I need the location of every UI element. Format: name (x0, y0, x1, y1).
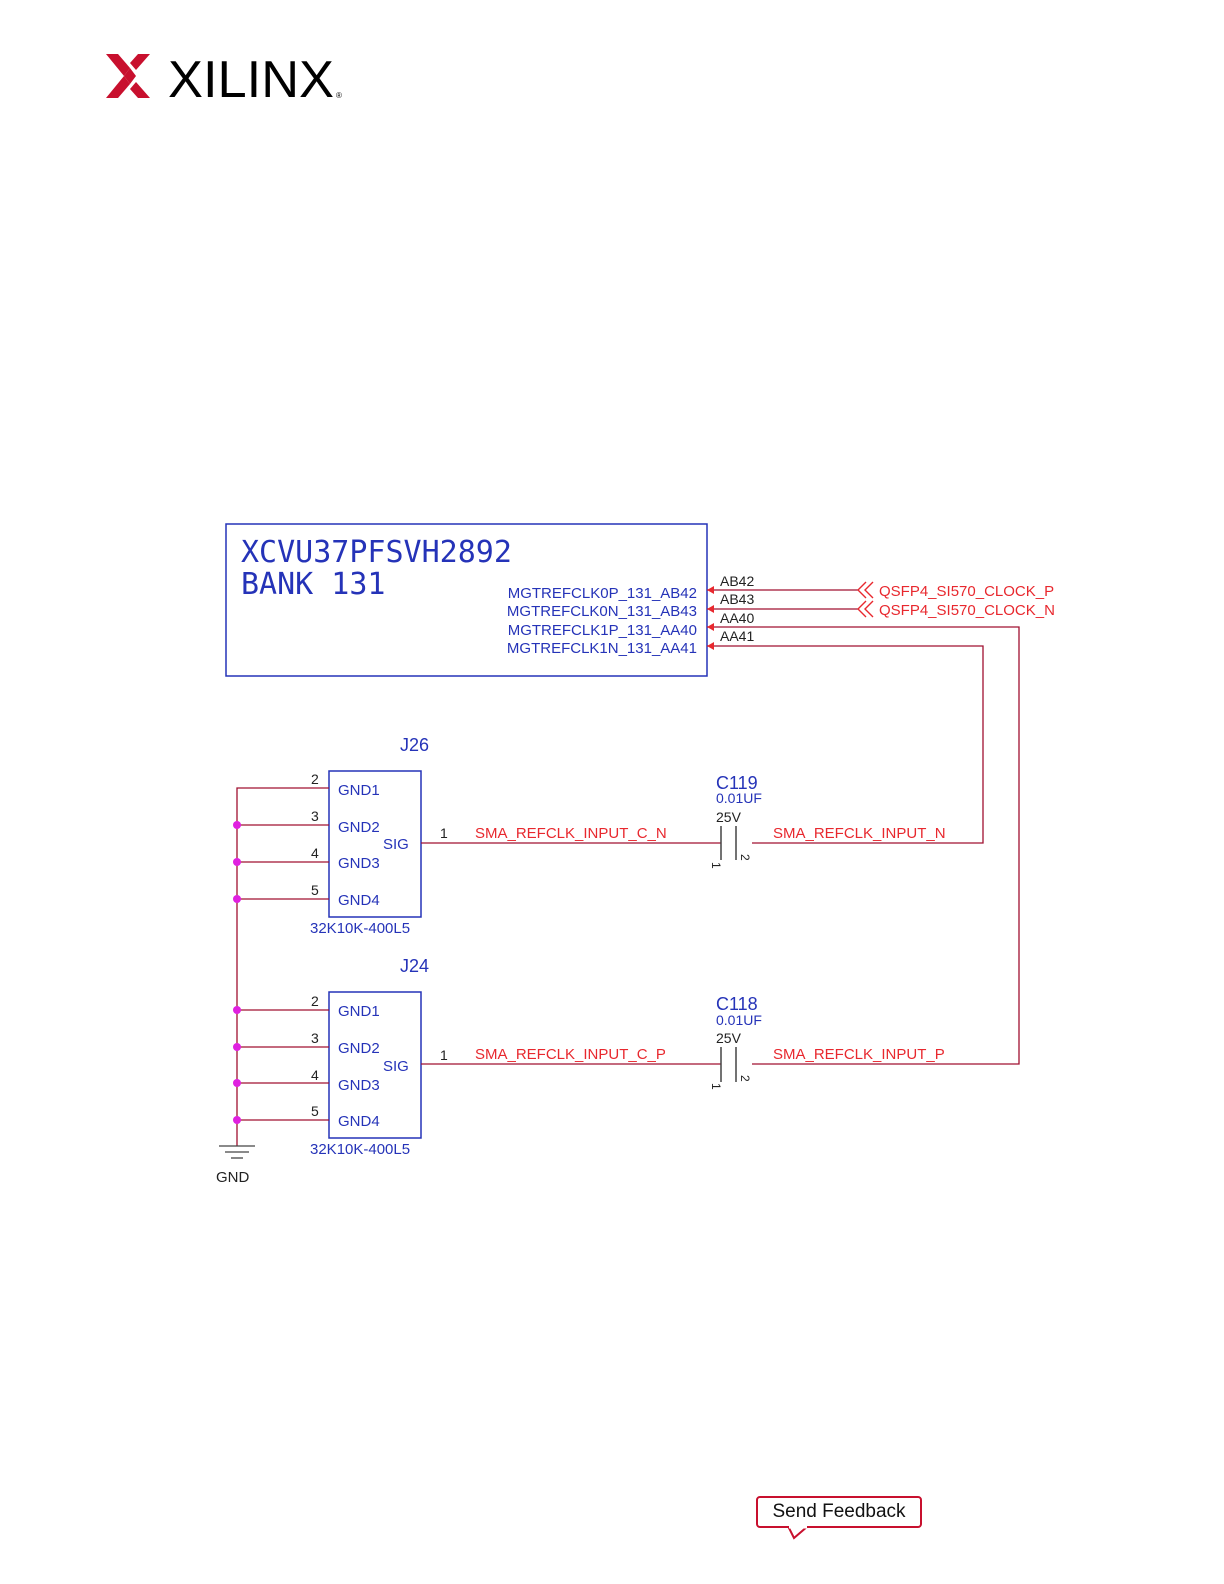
connector-pin-number: 3 (311, 808, 319, 824)
connector-box-j26 (328, 770, 422, 918)
junction-dots (233, 821, 241, 1124)
capacitor-pin-number: 2 (738, 854, 752, 861)
connector-pin-name: GND1 (338, 1003, 380, 1020)
net-label-qsfp4-clock-n: QSFP4_SI570_CLOCK_N (879, 602, 1055, 619)
connector-part-j26: 32K10K-400L5 (310, 920, 410, 937)
connector-pin-name: GND3 (338, 855, 380, 872)
fpga-part-label: XCVU37PFSVH2892 (241, 535, 512, 570)
connector-pin-number: 4 (311, 1067, 319, 1083)
connector-pin-name: GND4 (338, 892, 380, 909)
connector-pin-number: 5 (311, 1103, 319, 1119)
connector-sig-label: SIG (383, 836, 409, 853)
capacitor-voltage: 25V (716, 1030, 742, 1046)
fpga-pin-name: MGTREFCLK1P_131_AA40 (508, 622, 697, 639)
xilinx-logo: XILINX ® (106, 51, 342, 102)
fpga-pin-name: MGTREFCLK0P_131_AB42 (508, 585, 697, 602)
ground-label: GND (216, 1169, 250, 1186)
fpga-bank-box (225, 523, 708, 677)
svg-text:®: ® (336, 91, 342, 100)
connector-pin-number: 3 (311, 1030, 319, 1046)
signal-wires (421, 842, 721, 1065)
connector-ref-j24: J24 (400, 956, 429, 976)
capacitor-pin-number: 1 (709, 1083, 723, 1090)
fpga-ball-label: AB42 (720, 573, 754, 589)
connector-ref-j26: J26 (400, 735, 429, 755)
net-label-qsfp4-clock-p: QSFP4_SI570_CLOCK_P (879, 583, 1054, 600)
connector-pin-number: 2 (311, 993, 319, 1009)
offpage-connector-icon (857, 581, 874, 618)
capacitor-pin-number: 1 (709, 862, 723, 869)
connector-sig-label: SIG (383, 1058, 409, 1075)
fpga-bank-label: BANK 131 (241, 567, 386, 602)
capacitor-value: 0.01UF (716, 1012, 762, 1028)
connector-part-j24: 32K10K-400L5 (310, 1141, 410, 1158)
fpga-pin-name: MGTREFCLK1N_131_AA41 (507, 640, 697, 657)
connector-pin-name: GND4 (338, 1113, 380, 1130)
capacitor-symbol-c118 (720, 1047, 737, 1082)
connector-sig-number: 1 (440, 1047, 448, 1063)
capacitor-voltage: 25V (716, 809, 742, 825)
fpga-ball-label: AA41 (720, 628, 754, 644)
capacitor-symbol-c119 (720, 826, 737, 860)
ground-symbol-icon (219, 1145, 255, 1159)
connector-pin-number: 5 (311, 882, 319, 898)
connector-pin-number: 4 (311, 845, 319, 861)
send-feedback-button[interactable]: Send Feedback (756, 1496, 922, 1528)
ground-wires (236, 787, 329, 1146)
connector-pin-name: GND3 (338, 1077, 380, 1094)
connector-pin-number: 2 (311, 771, 319, 787)
fpga-pin-wires (707, 589, 1020, 1065)
feedback-tail-icon (786, 1526, 810, 1540)
capacitor-pin-number: 2 (738, 1075, 752, 1082)
connector-sig-number: 1 (440, 825, 448, 841)
xilinx-logo-text: XILINX (168, 51, 334, 102)
net-label-sma-input-c-p: SMA_REFCLK_INPUT_C_P (475, 1046, 666, 1063)
fpga-ball-label: AB43 (720, 591, 754, 607)
net-label-sma-input-n: SMA_REFCLK_INPUT_N (773, 825, 946, 842)
net-label-sma-input-c-n: SMA_REFCLK_INPUT_C_N (475, 825, 667, 842)
capacitor-ref-c118: C118 (716, 994, 758, 1014)
connector-pin-name: GND2 (338, 1040, 380, 1057)
fpga-pin-name: MGTREFCLK0N_131_AB43 (507, 603, 697, 620)
send-feedback-label: Send Feedback (772, 1501, 906, 1522)
connector-pin-name: GND1 (338, 782, 380, 799)
capacitor-ref-c119: C119 (716, 773, 758, 793)
connector-box-j24 (328, 991, 422, 1139)
pin-arrow-markers (707, 586, 714, 650)
net-label-sma-input-p: SMA_REFCLK_INPUT_P (773, 1046, 945, 1063)
connector-pin-name: GND2 (338, 819, 380, 836)
fpga-ball-label: AA40 (720, 610, 754, 626)
xilinx-logo-mark (106, 54, 150, 98)
capacitor-value: 0.01UF (716, 790, 762, 806)
